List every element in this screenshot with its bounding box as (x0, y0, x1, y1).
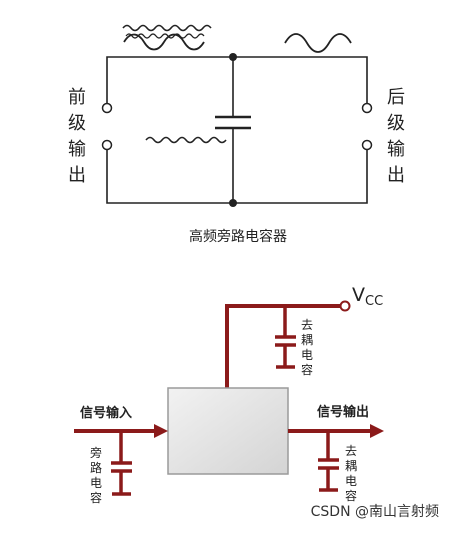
high-frequency-bypass-diagram: 前 级 输 出 后 级 输 出 高频旁路电容器 (68, 24, 405, 245)
high-frequency-wave-small (122, 24, 212, 32)
output-cap-label-char: 电 (345, 474, 357, 488)
ic-chip (167, 387, 289, 475)
decoupling-cap-label-char: 耦 (301, 333, 313, 347)
top-wire (106, 56, 368, 103)
left-label-char: 级 (68, 113, 86, 134)
left-terminal-top (101, 102, 113, 114)
vcc-label: VCC (352, 284, 383, 309)
vcc-label-subscript: CC (365, 294, 383, 309)
signal-output-arrowhead (370, 424, 384, 438)
vcc-label-main: V (352, 284, 365, 306)
output-cap-label: 去 耦 电 容 (345, 444, 357, 503)
right-label-char: 级 (387, 113, 405, 134)
high-frequency-ripple-on-wave (125, 33, 205, 39)
output-cap-label-char: 容 (345, 488, 357, 503)
bypassed-noise-wave (145, 136, 227, 144)
decoupling-cap-label-char: 去 (301, 318, 313, 332)
bypass-cap-label-char: 旁 (90, 445, 102, 460)
decoupling-cap-label-char: 容 (301, 362, 313, 377)
vcc-terminal (339, 300, 351, 312)
decoupling-cap-label-char: 电 (301, 348, 313, 362)
bypass-cap-label: 旁 路 电 容 (90, 445, 102, 505)
left-label-previous-stage-output: 前 级 输 出 (68, 87, 86, 186)
output-cap-label-char: 耦 (345, 459, 357, 473)
right-label-next-stage-output: 后 级 输 出 (387, 87, 405, 186)
csdn-watermark: CSDN @南山言射频 (310, 504, 439, 520)
right-label-char: 输 (387, 139, 405, 160)
bypass-cap-label-char: 容 (90, 490, 102, 505)
left-label-char: 输 (68, 139, 86, 160)
bypass-cap-label-char: 路 (90, 460, 102, 475)
bottom-wire (106, 150, 368, 204)
bypass-cap-label-char: 电 (90, 476, 102, 490)
right-terminal-top (361, 102, 373, 114)
low-frequency-output-wave (284, 33, 352, 53)
left-label-char: 出 (68, 165, 86, 186)
signal-output-label: 信号输出 (317, 404, 369, 420)
right-label-char: 后 (387, 87, 405, 108)
signal-input-arrowhead (154, 424, 168, 438)
decoupling-cap-label: 去 耦 电 容 (301, 318, 313, 377)
decoupling-bypass-diagram: VCC 去 耦 电 容 信号输入 信号输出 (74, 284, 384, 505)
left-label-char: 前 (68, 87, 86, 108)
junction-dot-top (229, 53, 237, 61)
right-terminal-bottom (361, 139, 373, 151)
left-terminal-bottom (101, 139, 113, 151)
junction-dot-bottom (229, 199, 237, 207)
vcc-supply-wire (225, 304, 341, 388)
signal-input-label: 信号输入 (80, 405, 132, 421)
top-diagram-caption: 高频旁路电容器 (189, 228, 287, 245)
output-cap-label-char: 去 (345, 444, 357, 458)
right-label-char: 出 (387, 165, 405, 186)
